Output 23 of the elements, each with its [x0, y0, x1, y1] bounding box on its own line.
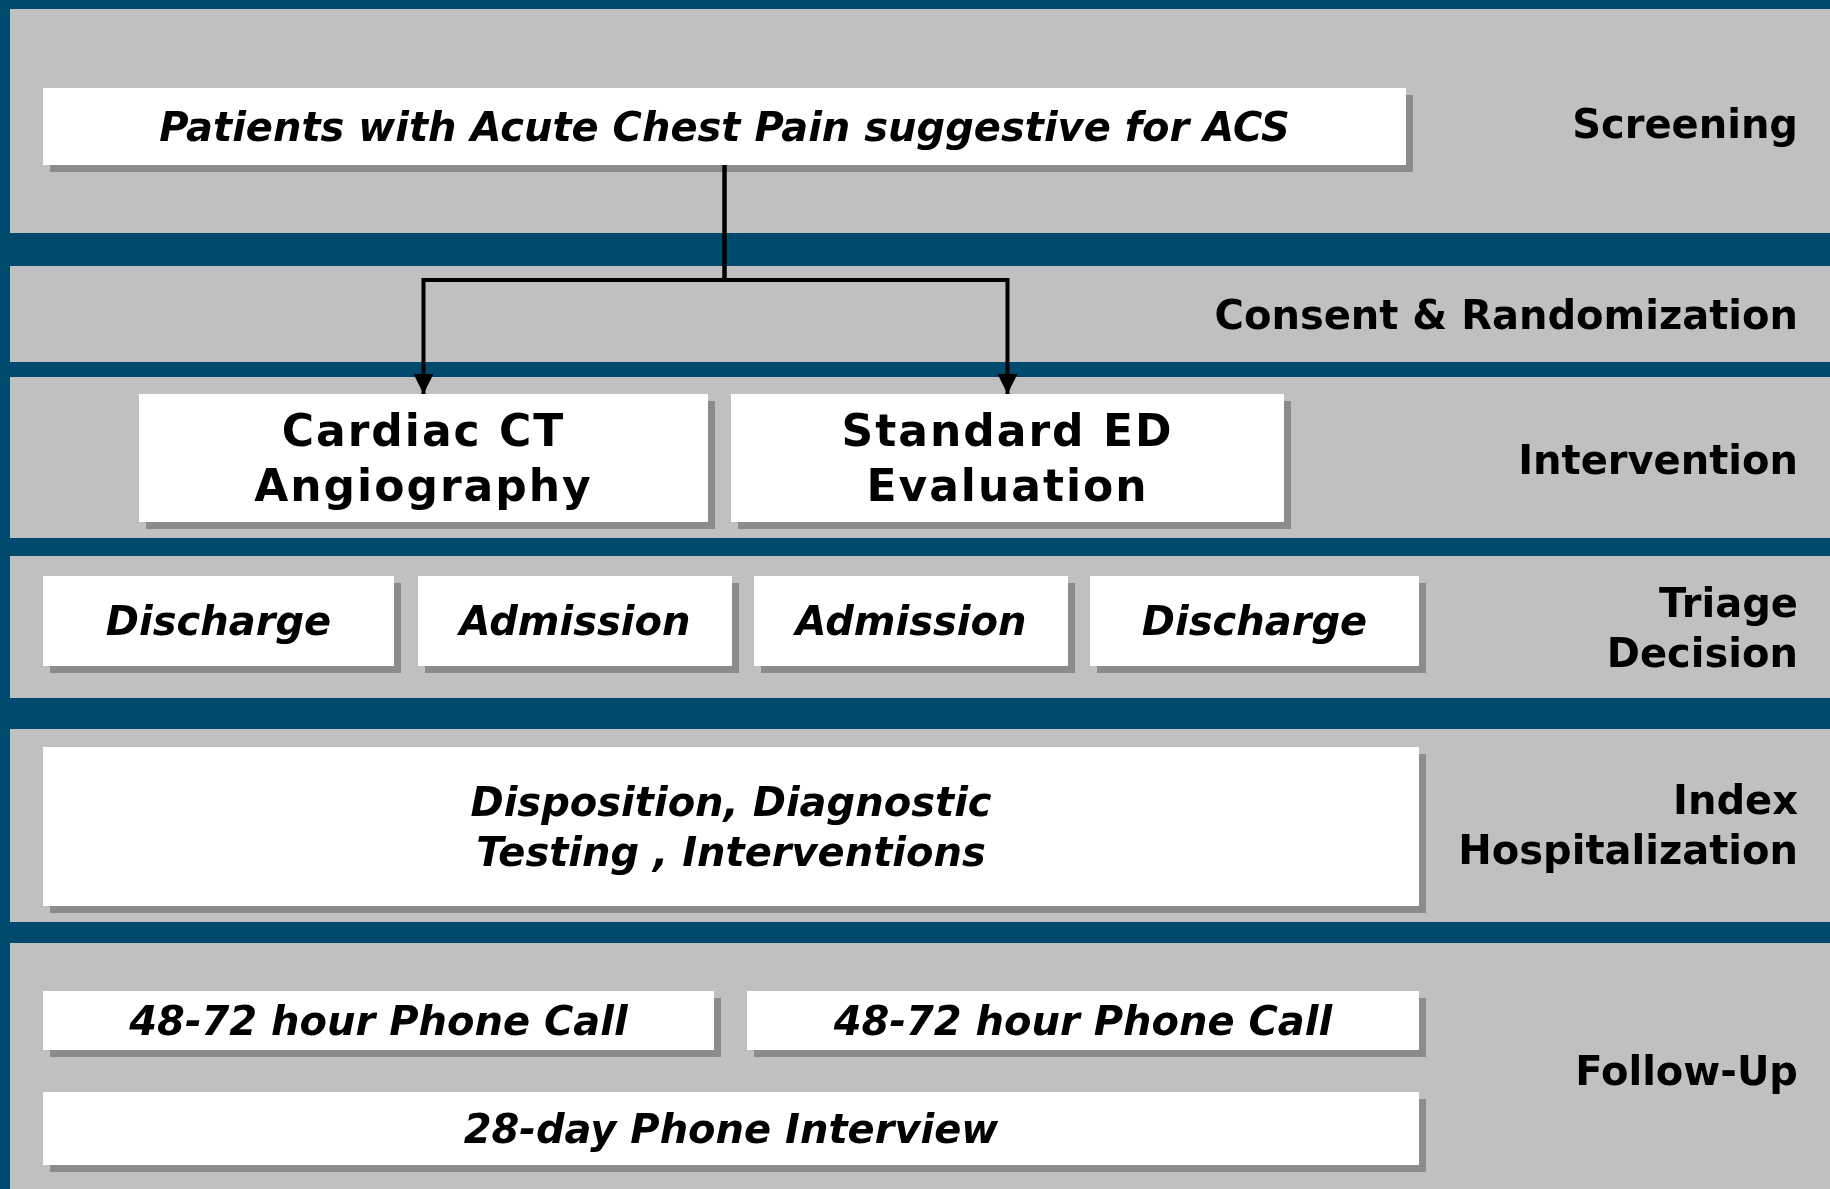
- step-text: Admission: [459, 597, 691, 646]
- step-text: Discharge: [105, 597, 332, 646]
- step-text: 48-72 hour Phone Call: [129, 996, 628, 1046]
- step-text: 28-day Phone Interview: [463, 1104, 999, 1154]
- stage-band: [10, 9, 1830, 233]
- step-text: Patients with Acute Chest Pain suggestive for ACS: [159, 102, 1290, 152]
- stage-band: [10, 377, 1830, 538]
- stage-band: [10, 943, 1830, 1189]
- stage-label: Consent & Randomization: [1214, 290, 1798, 340]
- stage-band: [10, 729, 1830, 922]
- stage-label: Index Hospitalization: [1457, 776, 1798, 875]
- step-text: Standard ED Evaluation: [840, 404, 1175, 513]
- step-text: Cardiac CT Angiography: [253, 404, 594, 513]
- stage-label: Triage Decision: [1605, 579, 1798, 678]
- stage-label: Intervention: [1518, 436, 1798, 485]
- stage-band: [10, 556, 1830, 698]
- step-text: Disposition, Diagnostic Testing , Interventions: [469, 777, 993, 877]
- step-text: 48-72 hour Phone Call: [833, 996, 1333, 1046]
- stage-label: Follow-Up: [1575, 1047, 1798, 1096]
- step-text: Discharge: [1141, 597, 1368, 646]
- arrow: [722, 165, 1018, 394]
- step-text: Admission: [795, 597, 1027, 646]
- stage-label: Screening: [1572, 100, 1798, 149]
